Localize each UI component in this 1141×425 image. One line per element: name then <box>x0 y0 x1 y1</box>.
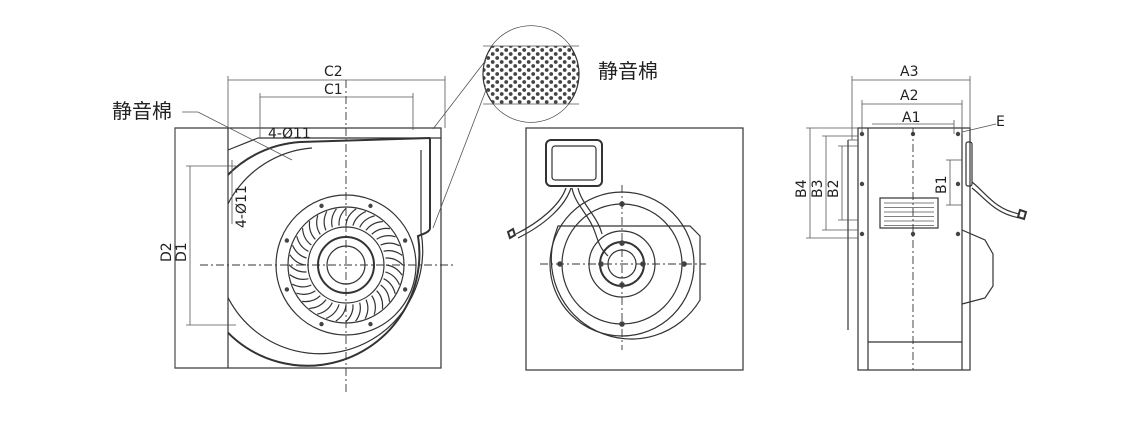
label-hole-top: 4-Ø11 <box>268 126 311 142</box>
label-a3: A3 <box>900 64 918 80</box>
impeller-blade <box>292 283 312 288</box>
impeller-blade <box>316 215 321 235</box>
impeller-blade <box>301 228 312 246</box>
impeller-blade <box>309 299 327 310</box>
side-outlet <box>879 197 939 229</box>
dimension-b <box>806 127 962 239</box>
bolt-hole <box>619 240 625 246</box>
mounting-hole <box>955 181 961 187</box>
scroll-housing <box>228 137 431 367</box>
label-b3: B3 <box>810 179 826 198</box>
impeller-blade <box>383 250 403 256</box>
impeller-blade <box>385 271 401 286</box>
impeller-blade <box>323 211 328 231</box>
impeller-blade <box>345 208 357 226</box>
impeller-blade <box>380 242 400 247</box>
impeller-blade <box>376 290 384 309</box>
impeller-blade <box>308 221 316 240</box>
rear-plate <box>525 127 744 371</box>
mounting-hole <box>910 231 916 237</box>
label-a1: A1 <box>902 110 920 126</box>
impeller-blade <box>371 295 376 315</box>
mounting-hole <box>955 231 961 237</box>
front-view <box>174 80 456 392</box>
impeller-blade <box>380 284 391 302</box>
impeller-blade <box>364 299 369 319</box>
rear-view <box>506 127 744 371</box>
impeller-blade <box>291 244 307 259</box>
impeller-blade <box>296 290 316 295</box>
impeller-blade <box>376 235 396 240</box>
impeller-hole <box>319 321 324 327</box>
mounting-hole <box>955 131 961 137</box>
impeller-blade <box>345 304 354 323</box>
impeller-blade <box>338 207 347 226</box>
mounting-hole <box>859 181 865 187</box>
label-b4: B4 <box>794 179 810 198</box>
impeller-hole <box>402 287 408 292</box>
impeller-hole <box>402 238 408 243</box>
impeller-blades <box>284 203 408 327</box>
label-a2: A2 <box>900 88 918 104</box>
junction-box <box>545 139 603 187</box>
impeller-blade <box>365 220 383 231</box>
side-view <box>847 127 1028 371</box>
insulation-leader-left <box>182 111 293 161</box>
mesh-detail <box>432 25 580 229</box>
power-cable <box>571 187 609 257</box>
label-d1: D1 <box>174 242 190 262</box>
label-b2: B2 <box>826 179 842 198</box>
label-b1: B1 <box>934 175 950 194</box>
mesh-detail-circle <box>483 26 579 122</box>
impeller-blade <box>296 236 309 252</box>
impeller-blade <box>288 264 307 273</box>
impeller-blade <box>383 278 396 294</box>
impeller-blade <box>289 274 309 280</box>
side-body <box>857 127 971 371</box>
impeller-blade <box>317 302 333 315</box>
impeller-hole <box>284 287 290 292</box>
side-motor <box>961 229 994 305</box>
dimension-a <box>851 76 997 140</box>
impeller-blade <box>359 215 375 228</box>
label-e: E <box>996 114 1005 130</box>
insulation-label-left: 静音棉 <box>112 99 172 123</box>
impeller-blade <box>331 208 337 228</box>
impeller-blade <box>289 254 307 266</box>
impeller-hole <box>319 203 324 209</box>
label-d2: D2 <box>159 242 175 262</box>
mounting-hole <box>859 231 865 237</box>
outlet-slats <box>884 202 934 226</box>
dimension-d <box>174 128 236 368</box>
insulation-label-right: 静音棉 <box>598 59 658 83</box>
impeller-blade <box>302 295 321 303</box>
impeller-hole <box>368 203 373 209</box>
impeller-blade <box>355 302 361 322</box>
impeller-hole <box>368 321 373 327</box>
dimension-c <box>227 76 446 138</box>
impeller-blade <box>352 210 367 226</box>
impeller-hole <box>284 238 290 243</box>
label-c1: C1 <box>324 82 343 98</box>
label-c2: C2 <box>324 64 343 80</box>
impeller-blade <box>371 227 390 235</box>
label-hole-side: 4-Ø11 <box>234 185 250 228</box>
impeller-blade <box>385 257 404 266</box>
impeller-blade <box>325 304 340 320</box>
